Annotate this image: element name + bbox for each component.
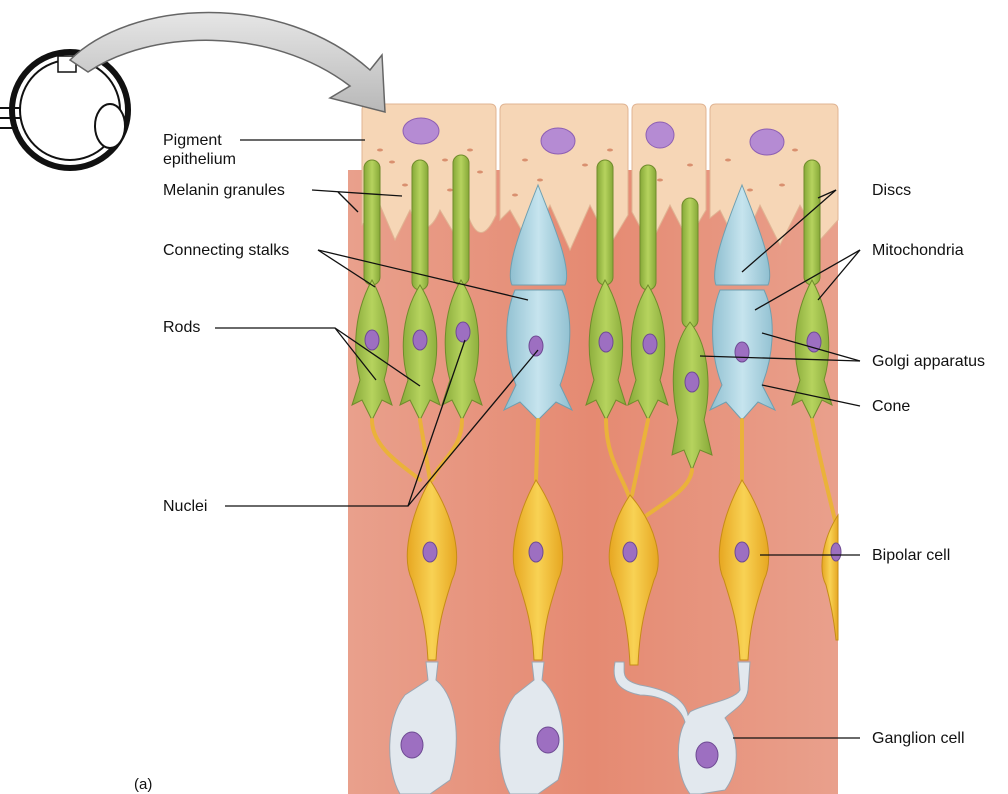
eye-icon <box>0 49 131 171</box>
label-ganglion-cell: Ganglion cell <box>872 730 965 747</box>
label-melanin-granules: Melanin granules <box>163 182 285 199</box>
label-mitochondria: Mitochondria <box>872 242 964 259</box>
label-bipolar-cell: Bipolar cell <box>872 547 951 564</box>
epithelium-nucleus <box>540 127 576 155</box>
epithelium-nucleus <box>645 121 675 149</box>
label-rods: Rods <box>163 319 201 336</box>
rod-cell <box>351 159 393 422</box>
rod-cell <box>585 159 627 422</box>
epithelium-nucleus <box>749 128 785 156</box>
ganglion-cell <box>389 661 457 794</box>
label-cone: Cone <box>872 398 911 415</box>
ganglion-cell <box>613 661 751 794</box>
bipolar-cells <box>406 479 842 666</box>
label-nuclei: Nuclei <box>163 498 208 515</box>
ganglion-cells <box>389 661 751 794</box>
panel-letter: (a) <box>134 776 153 793</box>
bipolar-cell <box>608 494 659 666</box>
bipolar-cell <box>512 479 564 661</box>
leader-lines <box>215 139 861 739</box>
zoom-arrow <box>68 11 386 113</box>
label-connecting-stalks: Connecting stalks <box>163 242 290 259</box>
epithelium-nucleus <box>402 117 440 145</box>
bipolar-cell <box>718 479 770 661</box>
label-pigment-epithelium-line1: Pigment <box>163 132 222 149</box>
rod-cell <box>671 197 713 472</box>
label-discs: Discs <box>872 182 912 199</box>
label-golgi-apparatus: Golgi apparatus <box>872 353 985 370</box>
ganglion-cell <box>499 661 564 794</box>
rods <box>351 154 833 472</box>
label-pigment-epithelium: Pigment epithelium <box>163 131 236 169</box>
cones <box>502 183 777 421</box>
bipolar-cell <box>821 513 842 641</box>
cone-cell <box>502 183 574 421</box>
label-pigment-epithelium-line2: epithelium <box>163 151 236 168</box>
bipolar-cell <box>406 479 458 661</box>
